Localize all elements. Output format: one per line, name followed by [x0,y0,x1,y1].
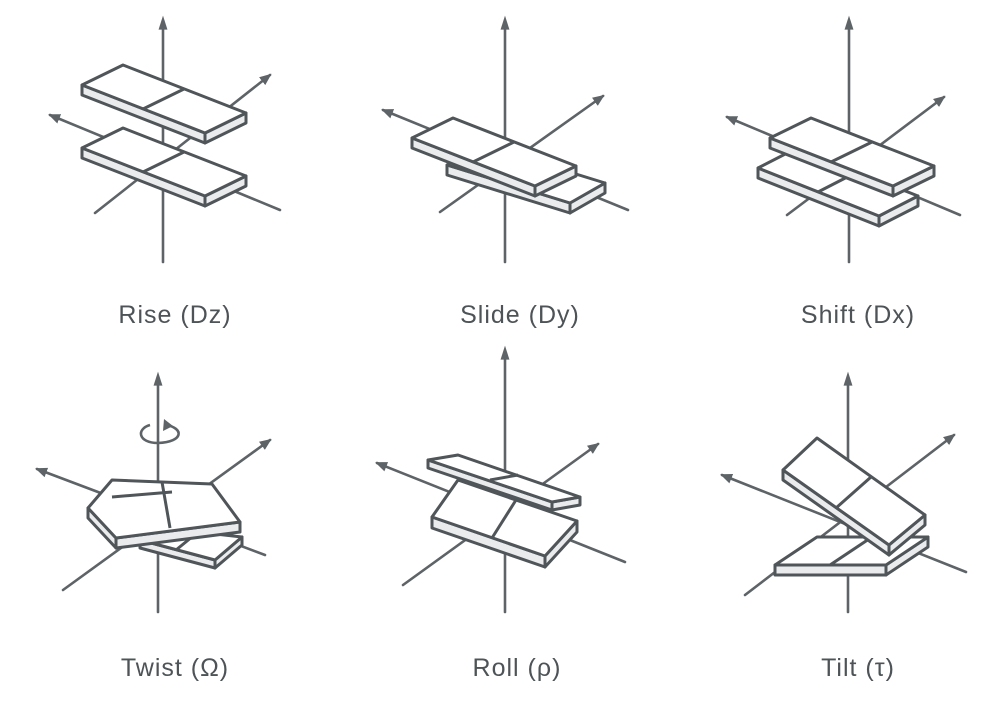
twist-rotation-icon [139,419,180,445]
twist-caption: Twist (Ω) [121,654,229,682]
tilt-caption: Tilt (τ) [821,654,895,682]
panel-slide: Slide (Dy) [381,15,630,329]
panel-twist: Twist (Ω) [35,371,272,682]
rise-short-axis-arrow [93,73,272,215]
shift-upper-base-pair [768,116,936,198]
tilt-upper-base-pair [781,436,927,557]
panel-shift: Shift (Dx) [725,15,962,329]
rise-upper-base-pair [80,63,248,145]
rise-axes [48,15,282,264]
shift-caption: Shift (Dx) [801,301,915,329]
rise-caption: Rise (Dz) [118,301,231,329]
panel-rise: Rise (Dz) [48,15,282,329]
slide-caption: Slide (Dy) [460,301,580,329]
panel-roll: Roll (ρ) [375,345,627,682]
roll-lower-base-pair [430,478,579,569]
rise-lower-base-pair [80,126,248,208]
twist-upper-base-pair [86,478,242,550]
slide-upper-base-pair [410,116,578,198]
shift-lower-base-pair [756,146,920,228]
roll-caption: Roll (ρ) [473,654,562,682]
panel-tilt: Tilt (τ) [720,371,968,682]
roll-upper-base-pair [426,453,582,512]
